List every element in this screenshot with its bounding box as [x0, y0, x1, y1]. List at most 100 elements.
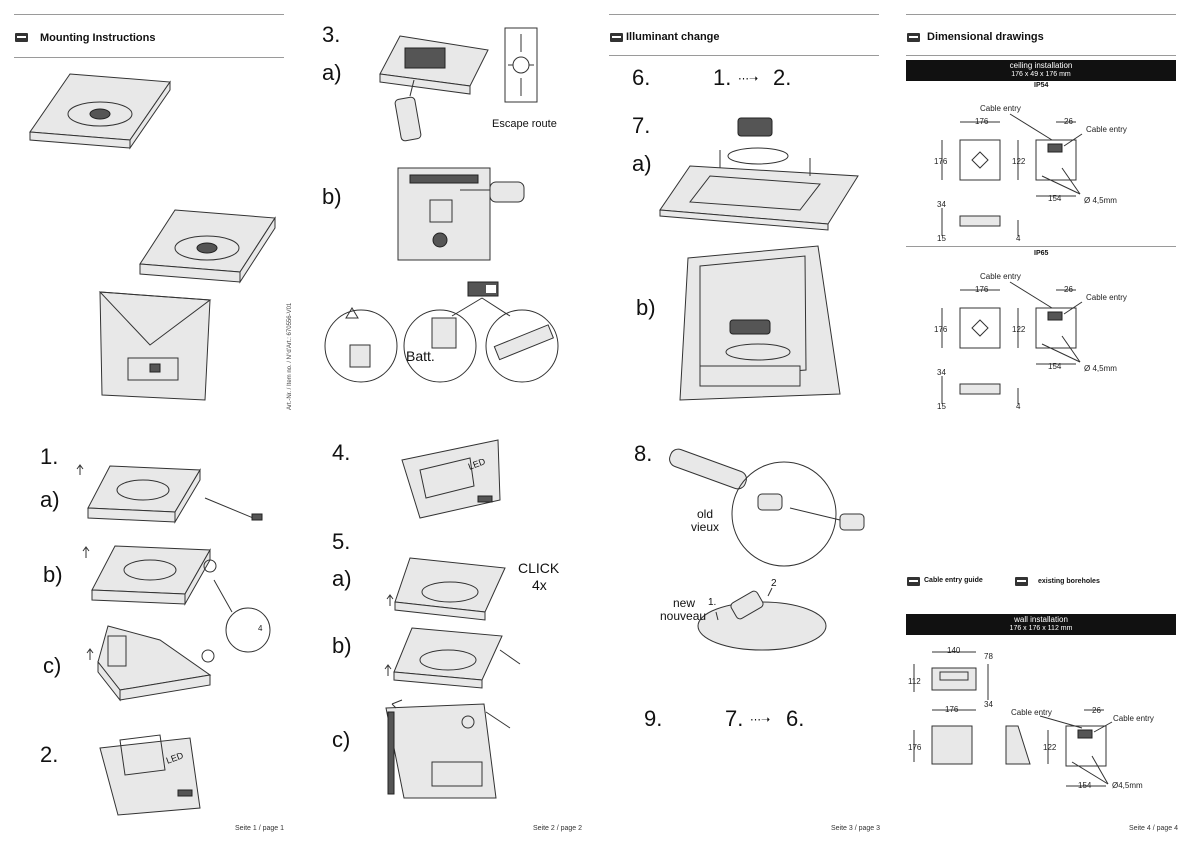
ip54-cable-entry-right: Cable entry: [1086, 125, 1127, 134]
mounting-steps-illustration: [76, 464, 271, 816]
luminaire-overview-illustration: [29, 73, 276, 401]
step-3-label: 3.: [322, 22, 341, 47]
legend-cable-entry-guide: Cable entry guide: [924, 577, 983, 584]
borehole-icon: [1015, 577, 1028, 586]
wall-bottom-offset: 34: [984, 700, 993, 709]
page4-top-rule: [906, 14, 1176, 15]
wall-hole: Ø4,5mm: [1112, 781, 1143, 790]
ip65-label: IP65: [1034, 250, 1049, 257]
step-5-label: 5.: [332, 529, 351, 554]
sequence-1-from: 1.: [713, 65, 732, 90]
page4-header-rule: [906, 55, 1176, 56]
click-label: CLICK: [518, 560, 560, 576]
ip54-lip: 4: [1016, 234, 1021, 243]
sequence-2-to: 6.: [786, 706, 805, 731]
page1-footer: Seite 1 / page 1: [235, 825, 285, 832]
step-7-label: 7.: [632, 113, 651, 138]
page4-header: Dimensional drawings: [927, 31, 1044, 43]
step-7a-label: a): [632, 151, 652, 176]
page1-header-rule: [14, 57, 284, 58]
book-icon: [610, 33, 623, 42]
ip65-cable-entry-left: Cable entry: [980, 272, 1021, 281]
step-7b-label: b): [636, 295, 656, 320]
wall-height: 176: [908, 743, 922, 752]
order-1-label: 1.: [708, 597, 717, 608]
step-5b-label: b): [332, 633, 352, 658]
wall-top-offset: 78: [984, 652, 993, 661]
step-1-label: 1.: [40, 444, 59, 469]
step-1a-label: a): [40, 487, 60, 512]
ip65-hole-spacing: 122: [1012, 325, 1026, 334]
ceiling-installation-bar: ceiling installation 176 x 49 x 176 mm: [906, 60, 1176, 81]
ip54-label: IP54: [1034, 82, 1049, 89]
page4-footer: Seite 4 / page 4: [1129, 825, 1179, 832]
page1-header: Mounting Instructions: [40, 32, 156, 44]
battery-label: Batt.: [406, 348, 435, 364]
wall-installation-bar: wall installation 176 x 176 x 112 mm: [906, 614, 1176, 635]
wall-width: 176: [945, 705, 959, 714]
ip54-height: 176: [934, 157, 948, 166]
ip54-cable-entry-left: Cable entry: [980, 104, 1021, 113]
step-3a-label: a): [322, 60, 342, 85]
ip54-base-depth: 15: [937, 234, 946, 243]
wall-base: 154: [1078, 781, 1092, 790]
page2-footer: Seite 2 / page 2: [533, 825, 583, 832]
page3-header-rule: [609, 55, 879, 56]
step3-illustration: [324, 27, 559, 383]
step-8-label: 8.: [634, 441, 653, 466]
ip54-width: 176: [975, 117, 989, 126]
step-4-label: 4.: [332, 440, 351, 465]
wall-installation-title: wall installation: [1014, 615, 1068, 624]
page3-top-rule: [609, 14, 879, 15]
page1-top-rule: [14, 14, 284, 15]
wall-cable-entry-left: Cable entry: [1011, 708, 1052, 717]
sequence-1-to: 2.: [773, 65, 792, 90]
legend-existing-boreholes: existing boreholes: [1038, 578, 1100, 585]
ip65-base: 154: [1048, 362, 1062, 371]
page3-header: Illuminant change: [626, 31, 720, 43]
step-5c-label: c): [332, 727, 351, 752]
step-5a-label: a): [332, 566, 352, 591]
step-1b-label: b): [43, 562, 63, 587]
ip65-offset: 26: [1064, 285, 1073, 294]
step-2-label: 2.: [40, 742, 59, 767]
step-1c-label: c): [43, 653, 62, 678]
sequence-arrow-icon: ⋯➝: [738, 73, 759, 85]
ip65-depth: 34: [937, 368, 946, 377]
step-3b-label: b): [322, 184, 342, 209]
escape-route-label: Escape route: [492, 118, 557, 130]
ip65-width: 176: [975, 285, 989, 294]
ip65-cable-entry-right: Cable entry: [1086, 293, 1127, 302]
cable-entry-guide-icon: [907, 577, 920, 586]
ip54-offset: 26: [1064, 117, 1073, 126]
click-count: 4x: [532, 577, 547, 593]
step-6-label: 6.: [632, 65, 651, 90]
wall-installation-dims: 176 x 176 x 112 mm: [1009, 625, 1073, 632]
ip65-lip: 4: [1016, 402, 1021, 411]
book-icon: [15, 33, 28, 42]
illuminant-change-illustration: [659, 117, 865, 651]
wall-front-width: 140: [947, 646, 961, 655]
ceiling-installation-dims: 176 x 49 x 176 mm: [1011, 71, 1071, 78]
book-icon: [907, 33, 920, 42]
ip54-base: 154: [1048, 194, 1062, 203]
order-2-label: 2: [771, 578, 777, 589]
ip54-hole: Ø 4,5mm: [1084, 196, 1117, 205]
wall-hole-spacing: 122: [1043, 743, 1057, 752]
sequence-2-from: 7.: [725, 706, 744, 731]
new-label: new: [673, 596, 696, 610]
vieux-label: vieux: [691, 520, 720, 534]
step-9-label: 9.: [644, 706, 663, 731]
sequence-arrow-icon: ⋯➝: [750, 714, 771, 726]
ip65-hole: Ø 4,5mm: [1084, 364, 1117, 373]
detail-dimension: 4: [258, 624, 263, 633]
page3-footer: Seite 3 / page 3: [831, 825, 881, 832]
ip54-depth: 34: [937, 200, 946, 209]
ip65-base-depth: 15: [937, 402, 946, 411]
nouveau-label: nouveau: [660, 609, 707, 623]
wall-offset: 26: [1092, 706, 1101, 715]
wall-cable-entry-right: Cable entry: [1113, 714, 1154, 723]
